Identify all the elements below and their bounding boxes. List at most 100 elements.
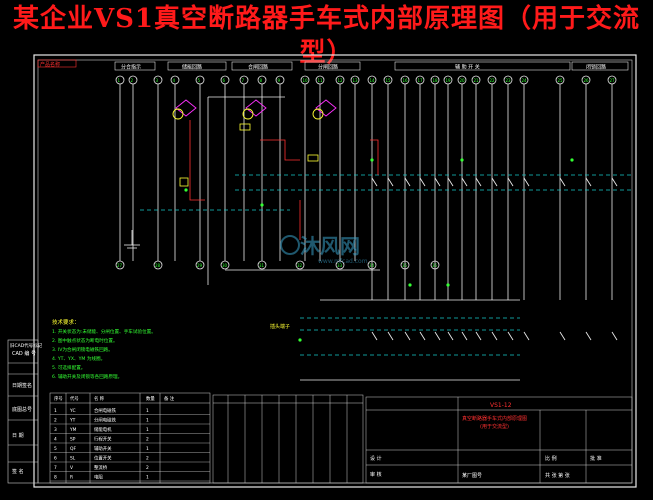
bridge-rectifier-icon xyxy=(175,99,197,117)
section-title-aux-switch: 辅 助 开 关 xyxy=(455,64,480,71)
table-cell: 2 xyxy=(146,456,149,462)
table-cell: YT xyxy=(69,418,76,424)
page-title: 某企业VS1真空断路器手车式内部原理图（用于交流型） xyxy=(12,4,641,68)
terminal-number: 18 xyxy=(433,78,439,83)
section-title-row xyxy=(114,61,629,71)
drawing-border xyxy=(33,54,637,488)
title-block-scale: 比 例 xyxy=(545,455,557,462)
table-header: 序号 xyxy=(54,395,63,402)
title-block-designer: 设 计 xyxy=(370,455,382,462)
terminal-number: 26 xyxy=(584,78,590,83)
contact-icon xyxy=(419,177,426,187)
title-block-code: VS1-12 xyxy=(490,402,512,409)
inner-border xyxy=(37,59,633,484)
ground-icon xyxy=(124,230,140,249)
left-sidebar xyxy=(7,339,39,484)
title-block xyxy=(365,396,633,484)
terminal-number: 13 xyxy=(353,78,359,83)
table-header: 名 称 xyxy=(94,395,105,402)
terminal-number: 9 xyxy=(278,78,281,83)
vertical-wires xyxy=(119,84,613,300)
table-cell: 7 xyxy=(54,465,57,471)
bridge-rectifier-icon xyxy=(315,99,337,117)
terminal-number: 16 xyxy=(403,78,409,83)
table-cell: 辅助开关 xyxy=(94,445,112,452)
table-header: 数量 xyxy=(146,395,155,402)
note-line: 3. IV为合闸闭锁电磁铁回路。 xyxy=(52,346,113,353)
terminal-number: 24 xyxy=(522,78,528,83)
contact-icon xyxy=(523,177,530,187)
table-cell: 2 xyxy=(54,418,57,424)
terminal-number: 10 xyxy=(303,78,309,83)
terminal-number: 14 xyxy=(370,78,376,83)
table-cell: 分闸电磁铁 xyxy=(94,417,117,424)
notes-list: 1. 开关状态为:未储能、分闸位置、手车试验位置。2. 图中触点状态为断电时位置… xyxy=(52,328,156,380)
terminal-number: 1 xyxy=(118,78,121,83)
terminal-number: 23 xyxy=(506,78,512,83)
table-cell: YC xyxy=(69,408,76,414)
red-circuit-lines xyxy=(189,120,379,240)
table-cell: 电阻 xyxy=(94,474,103,481)
contact-icon xyxy=(523,331,530,341)
terminal-number: 11 xyxy=(318,78,324,83)
table-header: 代号 xyxy=(70,395,79,402)
table-cell: 2 xyxy=(146,465,149,471)
title-block-checker: 审 核 xyxy=(370,471,382,478)
contact-icon xyxy=(461,331,468,341)
terminal-icon xyxy=(295,260,305,270)
contact-icon xyxy=(419,331,426,341)
coil-symbols xyxy=(172,99,337,187)
note-line: 4. YT、YX、YM 为线圈。 xyxy=(52,355,105,362)
section-title-open: 分闸回路 xyxy=(318,64,338,71)
title-block-company: 某厂图号 xyxy=(462,473,482,479)
table-cell: 5 xyxy=(54,446,57,452)
table-cell: 1 xyxy=(146,475,149,481)
contact-icon xyxy=(611,177,618,187)
indicator-dots xyxy=(184,158,574,342)
coil-icon xyxy=(239,123,251,131)
contact-icon xyxy=(559,331,566,341)
sidebar-label-old-cad: 旧CAD代号标记 xyxy=(10,342,43,349)
terminal-number: 28 xyxy=(155,263,161,268)
terminal-number: 21 xyxy=(474,78,480,83)
header-tag: 产品名称 xyxy=(40,61,60,68)
motor-icon xyxy=(242,108,254,120)
table-cell: R xyxy=(70,475,73,481)
table-cell: QF xyxy=(70,446,76,452)
contact-icon xyxy=(447,177,454,187)
watermark: 沐风网 www.mfcad.com xyxy=(280,234,368,265)
contact-icon xyxy=(491,177,498,187)
note-line: 2. 图中触点状态为断电时位置。 xyxy=(52,337,118,344)
terminal-number: 3 xyxy=(156,78,159,83)
header-tag-box xyxy=(37,59,77,68)
sidebar-label-date-sign: 日期签名 xyxy=(12,382,32,389)
table-cell: 3 xyxy=(54,427,57,433)
linkage-lines xyxy=(140,174,632,356)
table-cell: V xyxy=(70,465,73,471)
table-cell: 行程开关 xyxy=(94,436,112,443)
title-block-name: 真空断路器手车式内部原理图 xyxy=(462,415,527,422)
contact-icon xyxy=(434,331,441,341)
contact-table xyxy=(212,394,364,484)
table-cell: SP xyxy=(70,437,76,443)
table-cell: 1 xyxy=(54,408,57,414)
contact-icon xyxy=(371,331,378,341)
note-line: 6. 辅助开关及闭锁等各回路原理。 xyxy=(52,373,122,380)
contact-icon xyxy=(447,331,454,341)
motor-icon xyxy=(172,108,184,120)
sidebar-label-base-no: 底图总号 xyxy=(12,406,32,413)
motor-icon xyxy=(312,108,324,120)
contact-icon xyxy=(371,177,378,187)
terminal-number: 25 xyxy=(558,78,564,83)
contact-icon xyxy=(475,331,482,341)
bus-lines xyxy=(207,96,520,381)
terminal-strip-label: 插头端子 xyxy=(270,323,290,330)
notes-heading: 技术要求： xyxy=(52,318,80,326)
switch-contacts xyxy=(371,177,618,341)
terminal-number: 31 xyxy=(259,263,265,268)
terminal-number: 5 xyxy=(198,78,201,83)
contact-icon xyxy=(507,177,514,187)
contact-icon xyxy=(404,331,411,341)
